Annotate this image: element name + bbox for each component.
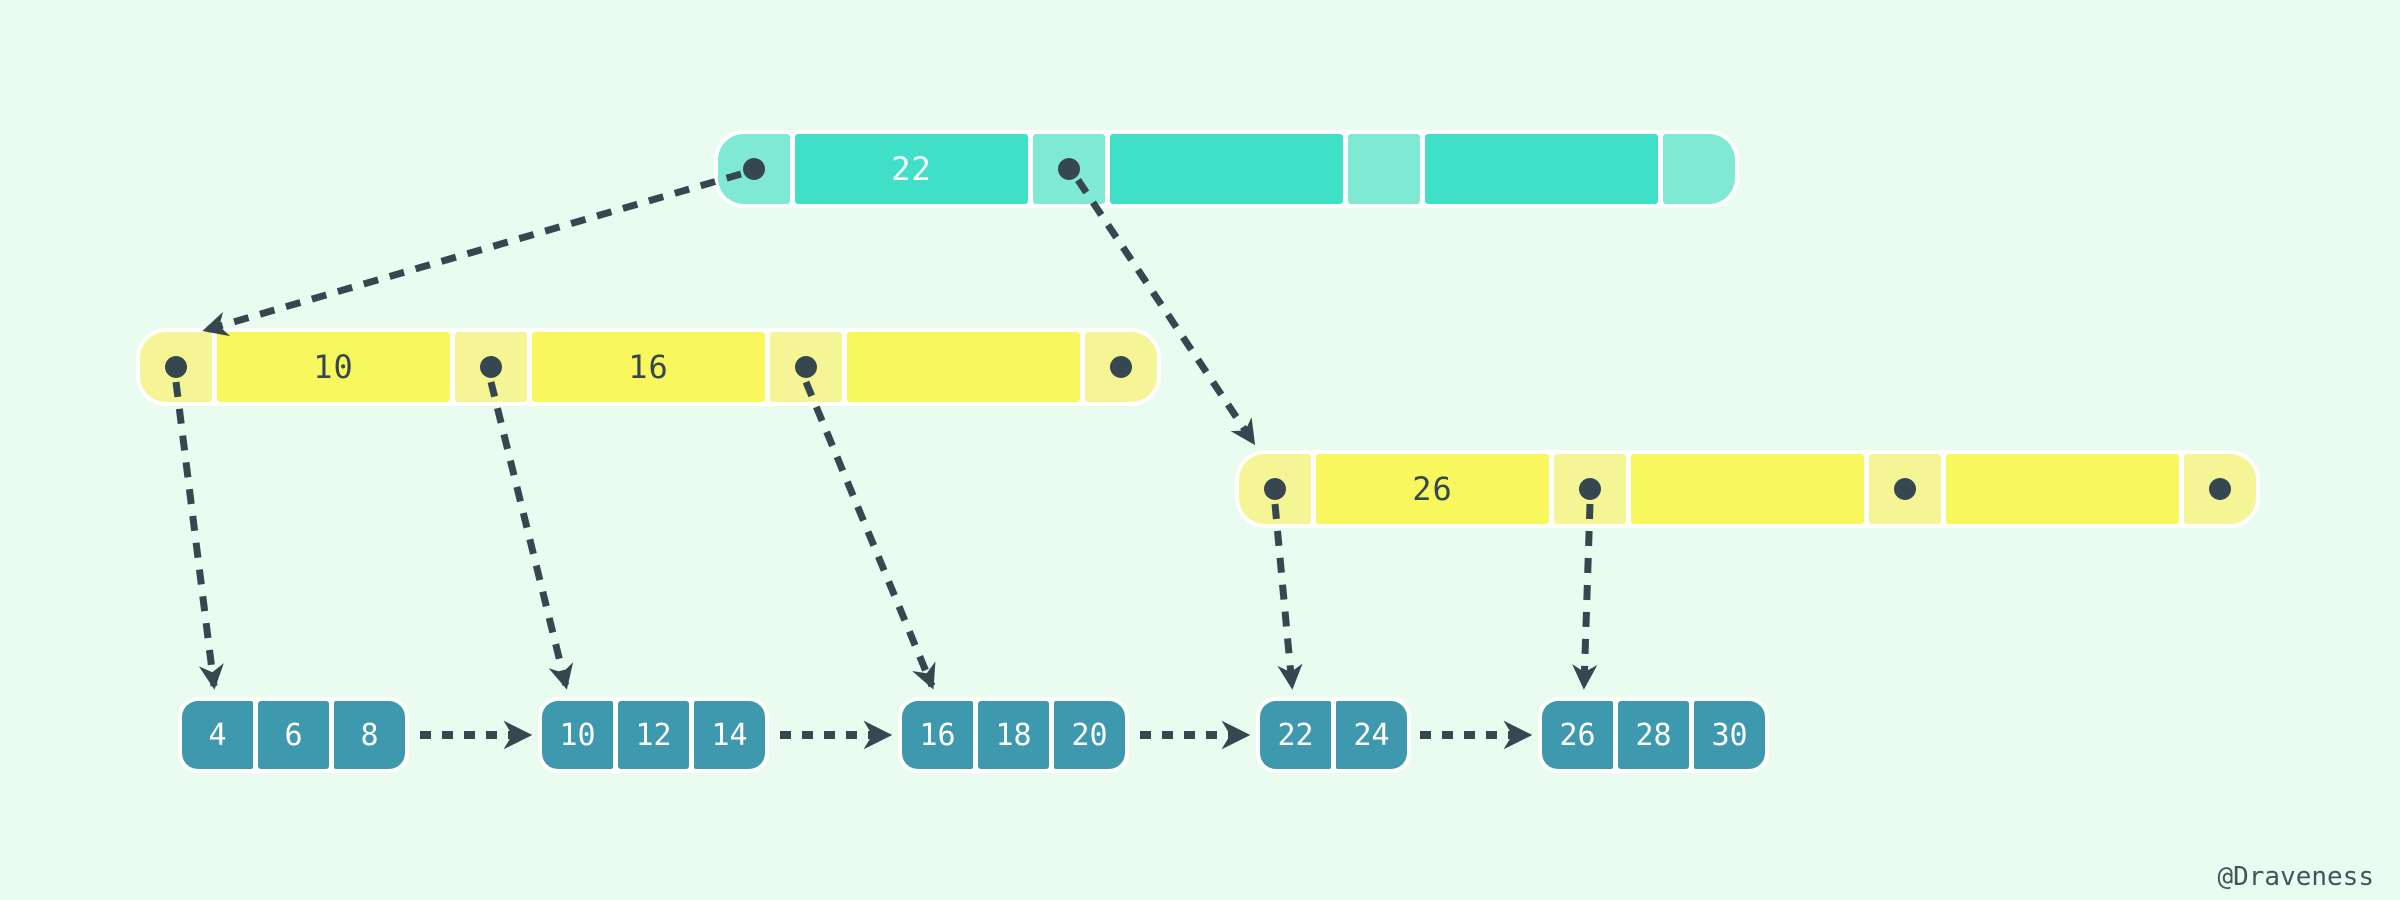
arrow-left-internal-to-leaf-2 — [802, 380, 936, 690]
arrow-left-internal-to-leaf-0 — [172, 381, 224, 690]
leaf-value-cell: 30 — [1694, 701, 1765, 769]
leaf-node-4: 26 28 30 — [1538, 697, 1769, 773]
internal-left-pointer-cell-0 — [140, 332, 212, 402]
internal-right-pointer-cell-1 — [1554, 454, 1626, 524]
pointer-dot — [1058, 158, 1080, 180]
pointer-dot — [1110, 356, 1132, 378]
leaf-value-cell: 26 — [1542, 701, 1613, 769]
leaf-value-cell: 24 — [1336, 701, 1407, 769]
internal-left-pointer-cell-2 — [770, 332, 842, 402]
internal-left-key-cell-0: 10 — [217, 332, 450, 402]
arrow-root-to-left-internal — [202, 170, 742, 337]
pointer-dot — [1264, 478, 1286, 500]
leaf-node-3: 22 24 — [1256, 697, 1411, 773]
leaf-value-cell: 28 — [1618, 701, 1689, 769]
pointer-dot — [795, 356, 817, 378]
leaf-value-cell: 10 — [542, 701, 613, 769]
leaf-value-cell: 20 — [1054, 701, 1125, 769]
internal-node-right: 26 — [1235, 450, 2260, 528]
internal-left-pointer-cell-3 — [1085, 332, 1157, 402]
internal-right-key-cell-0: 26 — [1316, 454, 1549, 524]
internal-right-pointer-cell-2 — [1869, 454, 1941, 524]
pointer-dot — [480, 356, 502, 378]
pointer-dot — [1579, 478, 1601, 500]
root-key-cell-1 — [1110, 134, 1343, 204]
leaf-node-2: 16 18 20 — [898, 697, 1129, 773]
watermark: @Draveness — [2217, 862, 2374, 892]
internal-right-key-cell-2 — [1946, 454, 2179, 524]
internal-node-left: 10 16 — [136, 328, 1161, 406]
root-key-cell-2 — [1425, 134, 1658, 204]
leaf-value-cell: 6 — [258, 701, 329, 769]
leaf-value-cell: 14 — [694, 701, 765, 769]
arrow-right-internal-to-leaf-3 — [1271, 503, 1303, 690]
internal-left-pointer-cell-1 — [455, 332, 527, 402]
internal-right-key-cell-1 — [1631, 454, 1864, 524]
leaf-node-0: 4 6 8 — [178, 697, 409, 773]
leaf-value-cell: 12 — [618, 701, 689, 769]
pointer-dot — [2209, 478, 2231, 500]
leaf-node-1: 10 12 14 — [538, 697, 769, 773]
root-pointer-cell-1 — [1033, 134, 1105, 204]
leaf-value-cell: 4 — [182, 701, 253, 769]
internal-left-key-cell-1: 16 — [532, 332, 765, 402]
leaf-value-cell: 8 — [334, 701, 405, 769]
leaf-value-cell: 16 — [902, 701, 973, 769]
internal-right-pointer-cell-0 — [1239, 454, 1311, 524]
pointer-dot — [165, 356, 187, 378]
root-key-cell-0: 22 — [795, 134, 1028, 204]
leaf-value-cell: 18 — [978, 701, 1049, 769]
pointer-dot — [743, 158, 765, 180]
root-pointer-cell-0 — [718, 134, 790, 204]
internal-left-key-cell-2 — [847, 332, 1080, 402]
arrow-left-internal-to-leaf-1 — [487, 381, 574, 690]
root-pointer-cell-2 — [1348, 134, 1420, 204]
arrow-right-internal-to-leaf-4 — [1572, 503, 1598, 690]
leaf-value-cell: 22 — [1260, 701, 1331, 769]
internal-right-pointer-cell-3 — [2184, 454, 2256, 524]
pointer-dot — [1894, 478, 1916, 500]
root-node: 22 — [714, 130, 1739, 208]
root-pointer-cell-3 — [1663, 134, 1735, 204]
